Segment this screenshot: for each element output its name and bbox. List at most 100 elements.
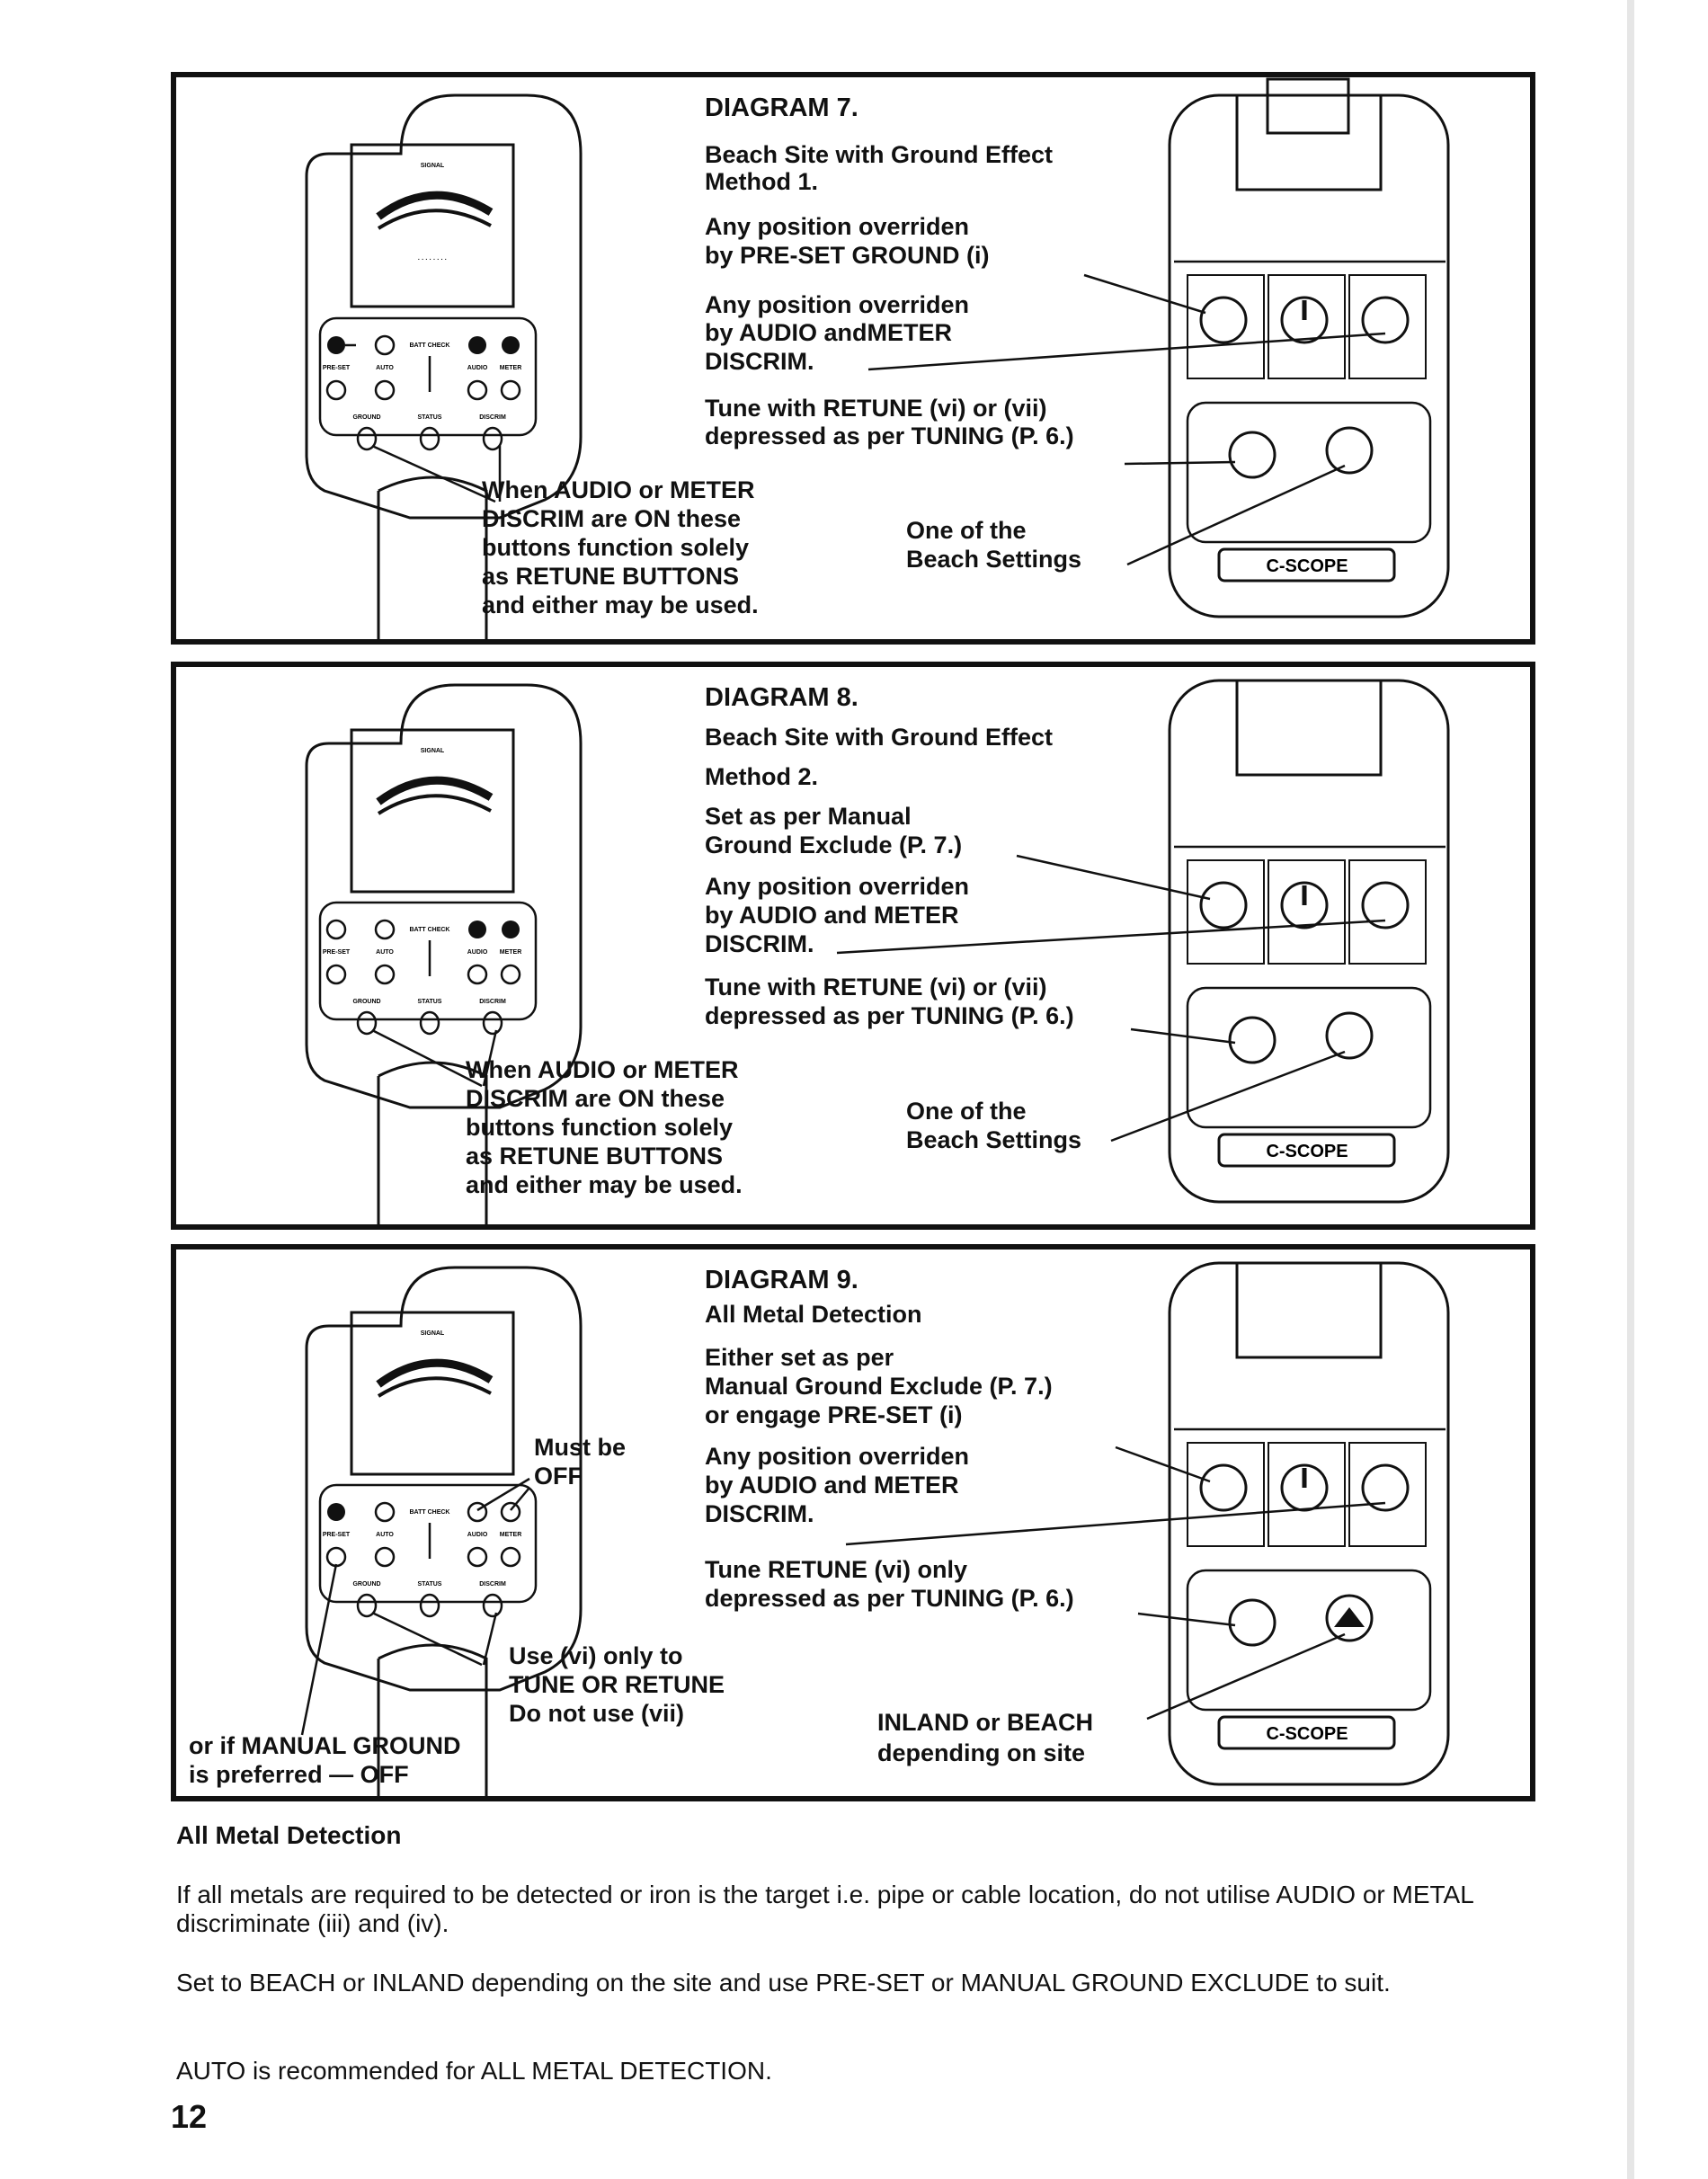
diagram-9-illustration: SIGNAL PRE-SET AUTO BATT CHECK AUDIO MET… xyxy=(300,1261,1450,1796)
svg-text:AUTO: AUTO xyxy=(376,949,394,956)
meter-unit-drawing: SIGNAL PRE-SET AUTO BATT CHECK AUDIO MET… xyxy=(305,683,583,1224)
right-note-line: One of the xyxy=(906,517,1027,544)
right-note-line: Beach Settings xyxy=(906,1126,1082,1153)
text-line: Method 1. xyxy=(705,168,818,195)
svg-text:PRE-SET: PRE-SET xyxy=(323,949,351,956)
text-line: Any position overriden xyxy=(705,291,970,318)
left-note-line: buttons function solely xyxy=(482,534,749,561)
svg-text:BATT CHECK: BATT CHECK xyxy=(410,342,450,349)
svg-text:METER: METER xyxy=(500,949,522,956)
right-note-line: Beach Settings xyxy=(906,546,1082,573)
svg-text:AUTO: AUTO xyxy=(376,1532,394,1538)
text-line: by PRE-SET GROUND (i) xyxy=(705,242,990,269)
svg-text:C-SCOPE: C-SCOPE xyxy=(1266,1724,1348,1744)
svg-text:SIGNAL: SIGNAL xyxy=(421,748,445,754)
svg-text:STATUS: STATUS xyxy=(418,414,442,421)
must-be-off-line: OFF xyxy=(534,1463,583,1490)
svg-text:GROUND: GROUND xyxy=(352,414,380,421)
svg-text:DISCRIM: DISCRIM xyxy=(479,414,506,421)
diagram-title: DIAGRAM 7. xyxy=(705,93,858,122)
left-note-line: and either may be used. xyxy=(482,591,759,618)
page-number: 12 xyxy=(171,2098,208,2135)
pointer-lines xyxy=(867,273,1386,566)
control-box-drawing: C-SCOPE xyxy=(1168,679,1450,1204)
paragraph: Set to BEACH or INLAND depending on the … xyxy=(176,1969,1391,1997)
svg-text:PRE-SET: PRE-SET xyxy=(323,365,351,371)
pointer-lines xyxy=(845,1445,1386,1721)
text-line: Tune RETUNE (vi) only xyxy=(705,1556,968,1583)
control-box-drawing: C-SCOPE xyxy=(1168,1261,1450,1786)
text-line: Ground Exclude (P. 7.) xyxy=(705,832,963,858)
svg-text:GROUND: GROUND xyxy=(352,999,380,1005)
text-line: Tune with RETUNE (vi) or (vii) xyxy=(705,974,1047,1001)
text-line: Tune with RETUNE (vi) or (vii) xyxy=(705,395,1047,422)
left-note-line: and either may be used. xyxy=(466,1171,743,1198)
meter-unit-drawing: SIGNAL PRE-SET AUTO BATT CHECK AUDIO MET… xyxy=(300,1266,583,1796)
diagram-7-panel: SIGNAL · · · · · · · · PRE-SET AUTO BATT… xyxy=(171,72,1535,645)
text-line: DISCRIM. xyxy=(705,348,814,375)
text-line: depressed as per TUNING (P. 6.) xyxy=(705,422,1074,449)
svg-text:C-SCOPE: C-SCOPE xyxy=(1266,556,1348,576)
section-heading: All Metal Detection xyxy=(176,1821,402,1849)
svg-text:C-SCOPE: C-SCOPE xyxy=(1266,1142,1348,1161)
svg-text:PRE-SET: PRE-SET xyxy=(323,1532,351,1538)
right-note-line: depending on site xyxy=(877,1739,1086,1766)
diagram-9-panel: SIGNAL PRE-SET AUTO BATT CHECK AUDIO MET… xyxy=(171,1244,1535,1801)
use-note-line: Do not use (vii) xyxy=(509,1700,684,1727)
svg-text:BATT CHECK: BATT CHECK xyxy=(410,1509,450,1516)
left-note-line: When AUDIO or METER xyxy=(466,1056,739,1083)
right-note-line: One of the xyxy=(906,1098,1027,1125)
text-line: Any position overriden xyxy=(705,873,970,900)
text-line: DISCRIM. xyxy=(705,1500,814,1527)
svg-text:METER: METER xyxy=(500,1532,522,1538)
page-edge-shadow xyxy=(1627,0,1634,2179)
text-line: All Metal Detection xyxy=(705,1301,922,1328)
svg-text:AUTO: AUTO xyxy=(376,365,394,371)
meter-unit-drawing: SIGNAL · · · · · · · · PRE-SET AUTO BATT… xyxy=(305,93,583,639)
svg-text:DISCRIM: DISCRIM xyxy=(479,999,506,1005)
svg-text:DISCRIM: DISCRIM xyxy=(479,1581,506,1588)
left-note-line: When AUDIO or METER xyxy=(482,476,755,503)
diagram-title: DIAGRAM 8. xyxy=(705,683,858,712)
text-line: DISCRIM. xyxy=(705,930,814,957)
pointer-lines xyxy=(836,854,1386,1143)
svg-text:AUDIO: AUDIO xyxy=(467,949,488,956)
diagram-8-panel: SIGNAL PRE-SET AUTO BATT CHECK AUDIO MET… xyxy=(171,662,1535,1230)
text-line: Set as per Manual xyxy=(705,803,912,830)
text-line: Method 2. xyxy=(705,763,818,790)
text-line: Any position overriden xyxy=(705,213,970,240)
svg-text:METER: METER xyxy=(500,365,522,371)
svg-text:SIGNAL: SIGNAL xyxy=(421,1330,445,1337)
svg-text:BATT CHECK: BATT CHECK xyxy=(410,927,450,933)
svg-text:STATUS: STATUS xyxy=(418,999,442,1005)
text-line: or engage PRE-SET (i) xyxy=(705,1401,963,1428)
text-line: Either set as per xyxy=(705,1344,894,1371)
left-note-line: buttons function solely xyxy=(466,1114,733,1141)
svg-text:STATUS: STATUS xyxy=(418,1581,442,1588)
manual-note-line: or if MANUAL GROUND xyxy=(189,1732,461,1759)
right-note-line: INLAND or BEACH xyxy=(877,1709,1093,1736)
left-note-line: DISCRIM are ON these xyxy=(466,1085,725,1112)
text-line: Any position overriden xyxy=(705,1443,970,1470)
left-note-line: as RETUNE BUTTONS xyxy=(466,1143,724,1170)
text-line: depressed as per TUNING (P. 6.) xyxy=(705,1585,1074,1612)
diagram-7-illustration: SIGNAL · · · · · · · · PRE-SET AUTO BATT… xyxy=(305,77,1450,639)
text-line: Manual Ground Exclude (P. 7.) xyxy=(705,1373,1053,1400)
text-line: Beach Site with Ground Effect xyxy=(705,141,1054,168)
must-be-off-line: Must be xyxy=(534,1434,627,1461)
manual-note-line: is preferred — OFF xyxy=(189,1761,409,1788)
svg-text:· · · · · · · ·: · · · · · · · · xyxy=(418,257,447,263)
text-line: depressed as per TUNING (P. 6.) xyxy=(705,1002,1074,1029)
text-line: Beach Site with Ground Effect xyxy=(705,724,1054,751)
signal-label: SIGNAL xyxy=(421,163,445,169)
text-line: by AUDIO and METER xyxy=(705,1472,959,1499)
control-box-drawing: C-SCOPE xyxy=(1168,77,1450,618)
use-note-line: TUNE OR RETUNE xyxy=(509,1671,725,1698)
left-note-line: as RETUNE BUTTONS xyxy=(482,563,740,590)
text-line: by AUDIO andMETER xyxy=(705,319,953,346)
use-note-line: Use (vi) only to xyxy=(509,1642,683,1669)
diagram-8-illustration: SIGNAL PRE-SET AUTO BATT CHECK AUDIO MET… xyxy=(305,679,1450,1224)
paragraph: If all metals are required to be detecte… xyxy=(176,1881,1473,1937)
svg-text:AUDIO: AUDIO xyxy=(467,365,488,371)
left-note-line: DISCRIM are ON these xyxy=(482,505,742,532)
